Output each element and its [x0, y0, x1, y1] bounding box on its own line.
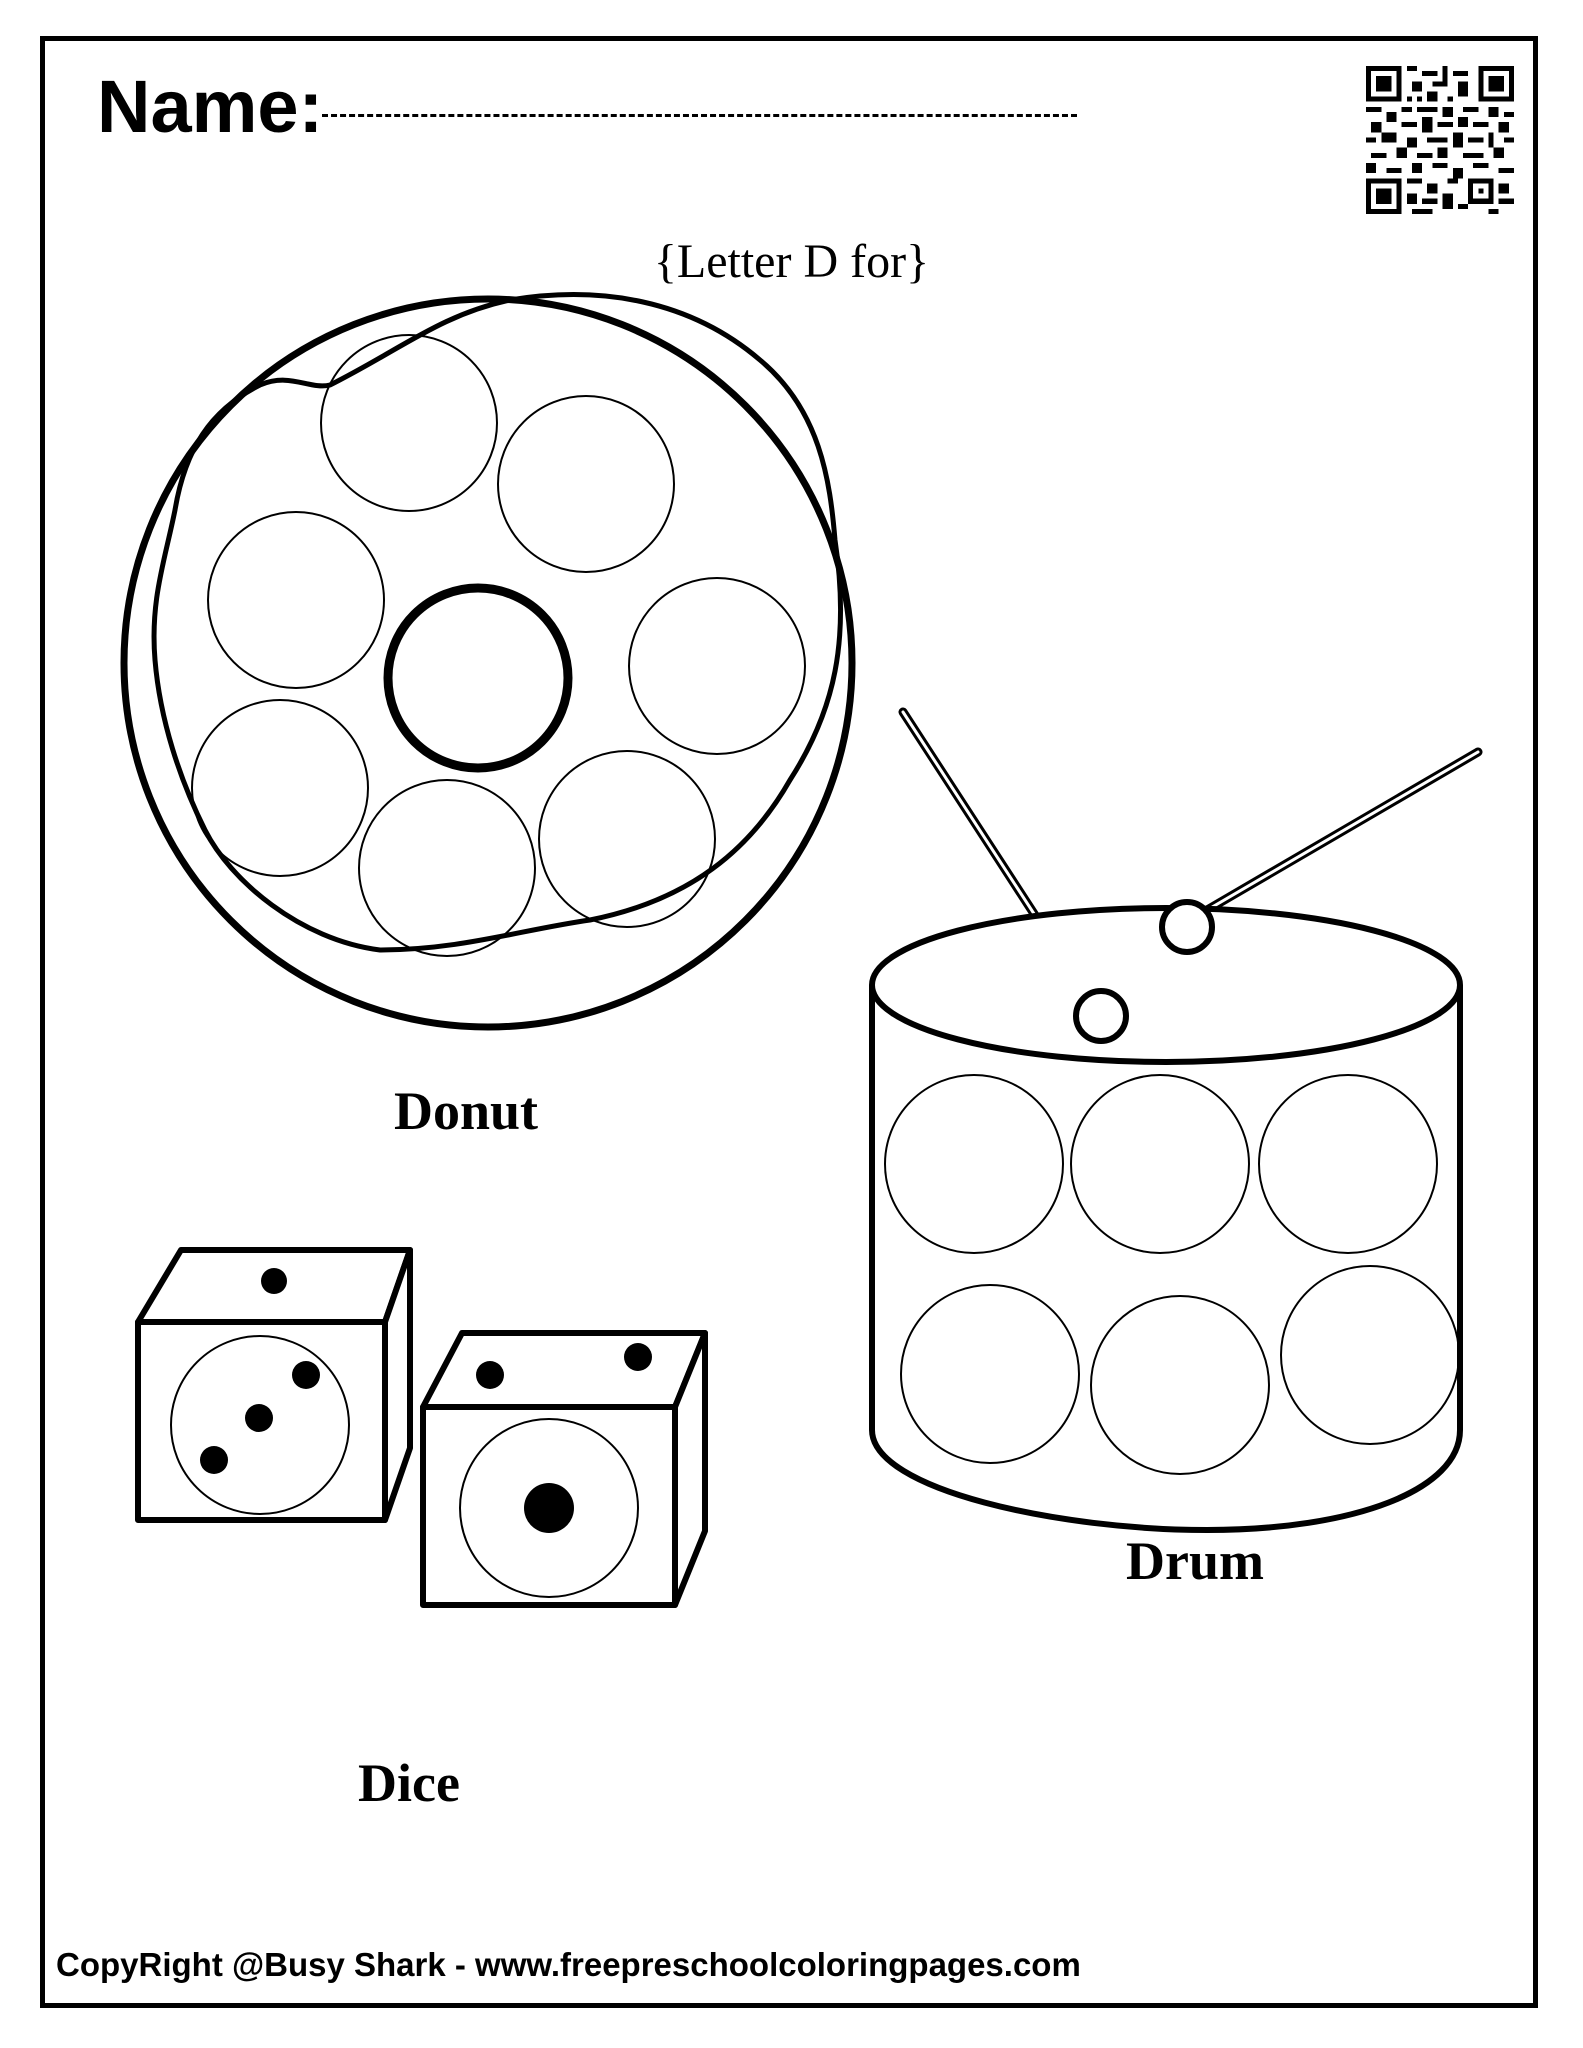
drumstick-right-tip: [1159, 899, 1215, 955]
name-label: Name:: [97, 65, 324, 148]
donut-dot-top-right: [497, 395, 675, 573]
drum-dot-1: [884, 1074, 1064, 1254]
donut-dot-top: [320, 334, 498, 512]
die-left-top-pip: [261, 1268, 287, 1294]
die-right-top-face: [420, 1330, 708, 1410]
donut-dot-lower-right: [538, 750, 716, 928]
donut-label: Donut: [394, 1081, 539, 1141]
drum-dot-3: [1258, 1074, 1438, 1254]
drum-dot-5: [1090, 1295, 1270, 1475]
die-left-illustration: [135, 1247, 413, 1523]
page-border: [40, 36, 1538, 2008]
drum-head: [869, 905, 1463, 1065]
drum-dot-2: [1070, 1074, 1250, 1254]
die-left-front-circle: [170, 1335, 350, 1515]
donut-illustration: [120, 292, 856, 1031]
die-right-illustration: [420, 1330, 708, 1608]
worksheet-subtitle: {Letter D for}: [653, 235, 930, 288]
donut-icing-outline: [151, 292, 844, 953]
copyright-footer: CopyRight @Busy Shark - www.freepreschoo…: [56, 1946, 1081, 1983]
die-left-pip-2: [245, 1404, 273, 1432]
donut-outer-ring: [120, 295, 856, 1031]
donut-dot-bottom: [358, 779, 536, 957]
dice-label: Dice: [358, 1753, 460, 1813]
die-left-pip-1: [292, 1361, 320, 1389]
drum-label: Drum: [1126, 1531, 1264, 1591]
donut-dot-upper-left: [207, 511, 385, 689]
die-right-front-circle: [459, 1418, 639, 1598]
die-left-pip-3: [200, 1446, 228, 1474]
qr-code-icon: [1366, 66, 1514, 214]
die-right-top-pip-1: [476, 1361, 504, 1389]
drum-illustration: [869, 707, 1483, 1534]
drum-dot-4: [900, 1284, 1080, 1464]
drumstick-left-tip: [1073, 988, 1129, 1044]
drum-dot-6: [1280, 1265, 1460, 1445]
drumstick-right-shaft-inner: [1188, 750, 1480, 922]
donut-dot-right: [628, 577, 806, 755]
die-right-center-pip: [524, 1483, 574, 1533]
donut-hole: [383, 583, 573, 773]
name-input-line[interactable]: [322, 114, 1077, 117]
drum-shell: [869, 985, 1463, 1534]
die-right-top-pip-2: [624, 1343, 652, 1371]
donut-dot-lower-left: [191, 699, 369, 877]
